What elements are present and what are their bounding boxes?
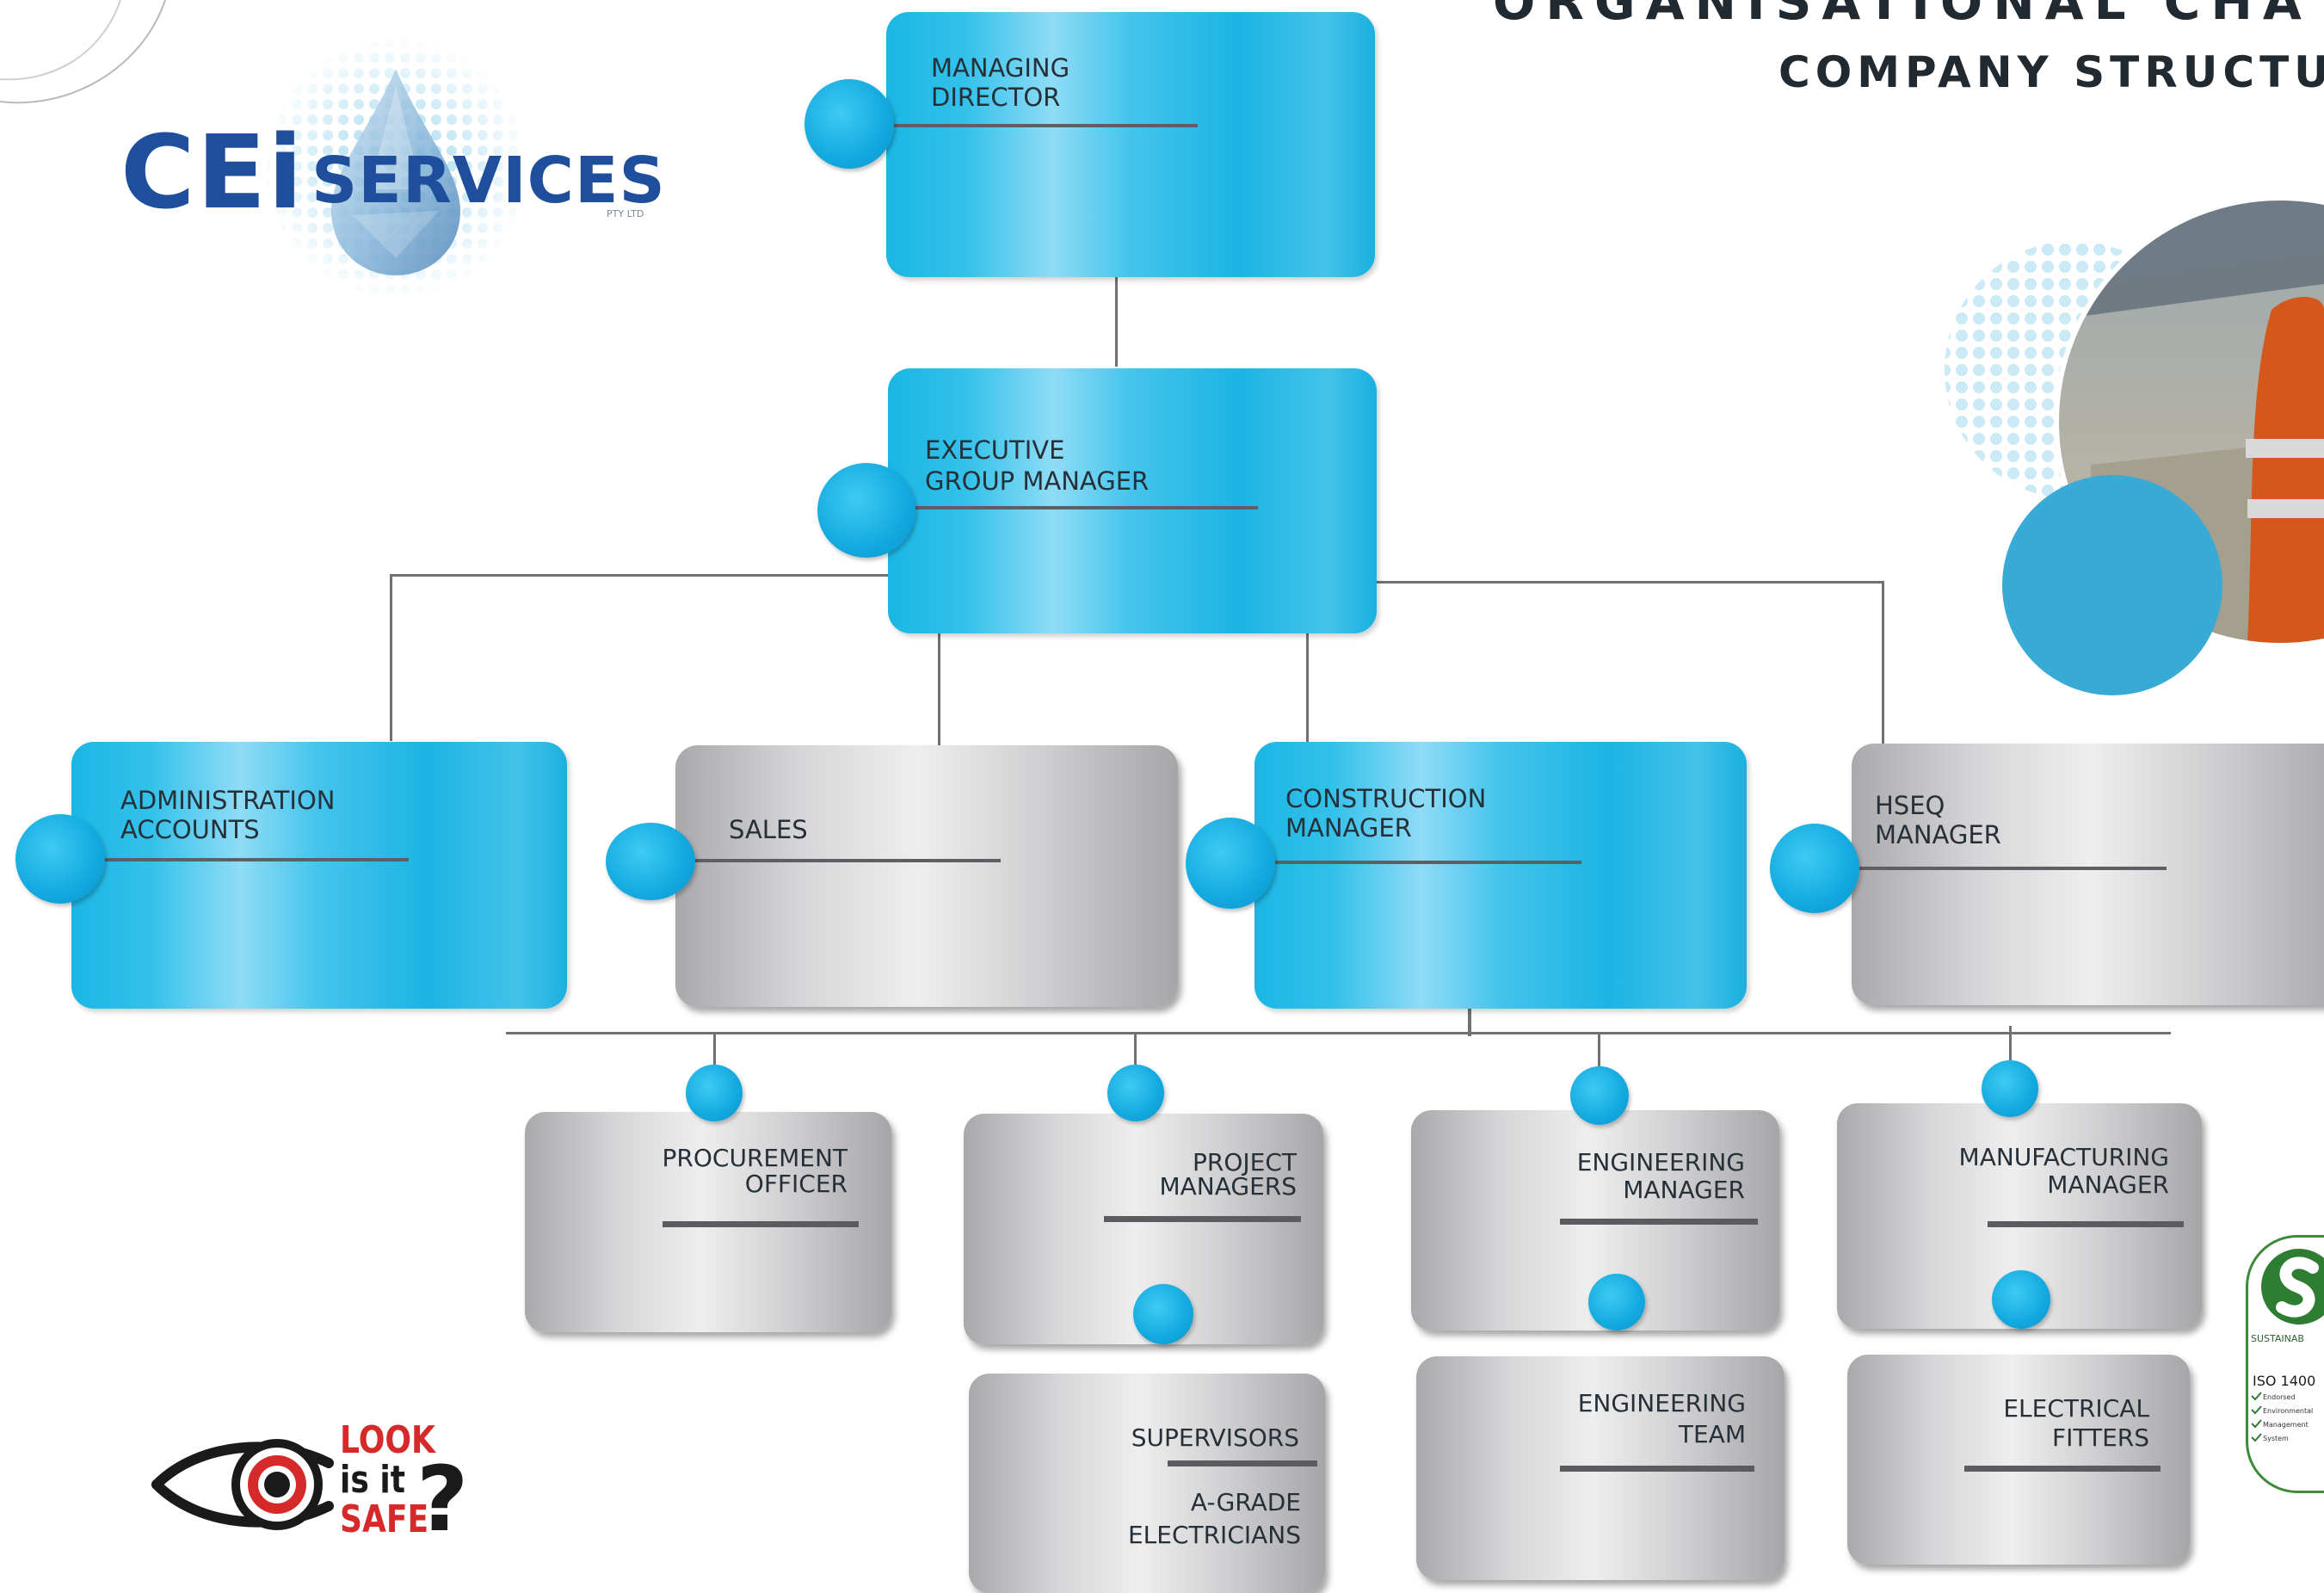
company-logo: CEi SERVICES PTY LTD [112,34,680,301]
page-subtitle: COMPANY STRUCTU [1778,47,2324,97]
connector-procurement-v [713,1032,716,1065]
badge-line3: SAFE [340,1497,429,1541]
node-supervisors [969,1374,1325,1593]
check-icons [2251,1392,2262,1442]
node-construction-manager-dot [1186,818,1275,909]
node-administration-accounts-line2: ACCOUNTS [120,815,260,844]
connector-engineering-v [1598,1032,1600,1066]
node-procurement-officer-line1: PROCUREMENT [662,1144,848,1172]
node-managing-director [886,12,1375,277]
node-construction-manager-line1: CONSTRUCTION [1285,784,1487,813]
badge-line2: is it [340,1458,406,1502]
node-administration-accounts-rule [82,858,409,861]
node-manufacturing-manager-rule [1988,1221,2184,1227]
node-electrical-fitters [1847,1355,2190,1565]
node-executive-group-manager [888,368,1377,633]
cert-title: SUSTAINAB [2251,1333,2304,1344]
badge-mark: ? [416,1447,469,1552]
page-title: ORGANISATIONAL CHA [1493,0,2312,31]
decorative-arc [0,0,166,104]
worker-photo [1945,195,2324,695]
cert-tick-1: Endorsed [2263,1393,2296,1401]
node-engineering-team-line2: TEAM [1678,1420,1746,1448]
node-executive-group-manager-dot [817,463,915,558]
node-electrical-fitters-line1: ELECTRICAL [2003,1394,2149,1423]
node-electrical-fitters-dot [1992,1270,2050,1329]
node-sales-dot [606,823,695,900]
node-hseq-manager-dot [1770,824,1859,913]
node-engineering-manager-line1: ENGINEERING [1576,1148,1745,1176]
node-executive-group-manager-rule [912,506,1258,509]
node-procurement-officer-dot [686,1065,743,1121]
node-procurement-officer-rule [663,1221,859,1227]
connector-construction-v [1306,631,1309,745]
connector-admin-v [390,574,392,741]
node-project-managers-rule [1104,1216,1301,1222]
node-manufacturing-manager-dot [1982,1060,2038,1117]
eye-icon [151,1439,334,1530]
sustainability-logo-icon [2261,1249,2324,1324]
node-engineering-team-line1: ENGINEERING [1577,1389,1746,1417]
connector-hseq-v [1882,581,1884,744]
node-procurement-officer-line2: OFFICER [744,1170,848,1198]
cert-standard: ISO 1400 [2253,1373,2316,1389]
node-electrical-fitters-line2: FITTERS [2052,1423,2149,1452]
cert-tick-3: Management [2263,1421,2309,1429]
water-drop-icon [267,39,525,297]
node-manufacturing-manager-line2: MANAGER [2047,1170,2169,1199]
node-engineering-manager-rule [1560,1219,1758,1225]
connector-sales-v [938,631,940,747]
node-hseq-manager-line2: MANAGER [1875,820,2001,849]
node-supervisors-sub2: ELECTRICIANS [1127,1521,1301,1549]
cert-tick-2: Environmental [2263,1407,2314,1415]
logo-brand-suffix: PTY LTD [607,208,644,219]
node-manufacturing-manager-line1: MANUFACTURING [1958,1143,2169,1171]
node-supervisors-rule [1168,1460,1317,1466]
node-engineering-team-rule [1560,1466,1754,1472]
node-administration-accounts-line1: ADMINISTRATION [120,786,336,815]
node-hseq-manager-rule [1850,867,2167,870]
node-executive-group-manager-line2: GROUP MANAGER [925,466,1150,496]
node-construction-manager-line2: MANAGER [1285,813,1412,843]
connector-md-egm [1115,277,1118,367]
node-sales-rule [688,859,1001,862]
node-electrical-fitters-rule [1964,1466,2161,1472]
node-hseq-manager [1852,744,2324,1005]
node-managing-director-line2: DIRECTOR [931,83,1061,112]
node-sales [675,745,1178,1007]
connector-admin-h [390,574,889,577]
connector-lower-bus [506,1032,2171,1034]
node-supervisors-line1: SUPERVISORS [1131,1423,1299,1452]
node-managing-director-rule [886,124,1198,127]
look-is-it-safe-badge: LOOK is it SAFE ? [148,1420,484,1549]
badge-line1: LOOK [340,1418,436,1462]
node-project-managers-line2: MANAGERS [1159,1172,1297,1201]
node-managing-director-line1: MANAGING [931,53,1070,83]
connector-hseq-h [1377,581,1884,583]
iso-certification-badge: SUSTAINAB ISO 1400 Endorsed Environmenta… [2246,1235,2324,1497]
node-executive-group-manager-line1: EXECUTIVE [925,435,1065,465]
node-supervisors-dot [1133,1284,1193,1344]
node-project-managers-dot [1107,1065,1164,1121]
connector-projects-v [1134,1032,1137,1065]
logo-brand-services: SERVICES [311,144,666,218]
node-administration-accounts [71,742,567,1009]
node-engineering-manager-dot [1570,1066,1629,1125]
node-sales-line1: SALES [729,815,808,844]
node-project-managers-line1: PROJECT [1193,1148,1297,1176]
logo-brand-main: CEi [120,113,305,232]
node-hseq-manager-line1: HSEQ [1875,791,1945,820]
node-managing-director-dot [804,79,894,169]
node-supervisors-sub1: A-GRADE [1190,1488,1301,1516]
node-administration-accounts-dot [15,814,105,904]
node-engineering-team-dot [1588,1274,1645,1331]
connector-manufacturing-v [2009,1026,2012,1060]
cert-tick-4: System [2263,1435,2289,1442]
node-construction-manager-rule [1265,861,1581,864]
node-construction-manager [1254,742,1747,1009]
connector-construction-down [1468,1007,1471,1036]
node-engineering-manager-line2: MANAGER [1623,1176,1745,1204]
